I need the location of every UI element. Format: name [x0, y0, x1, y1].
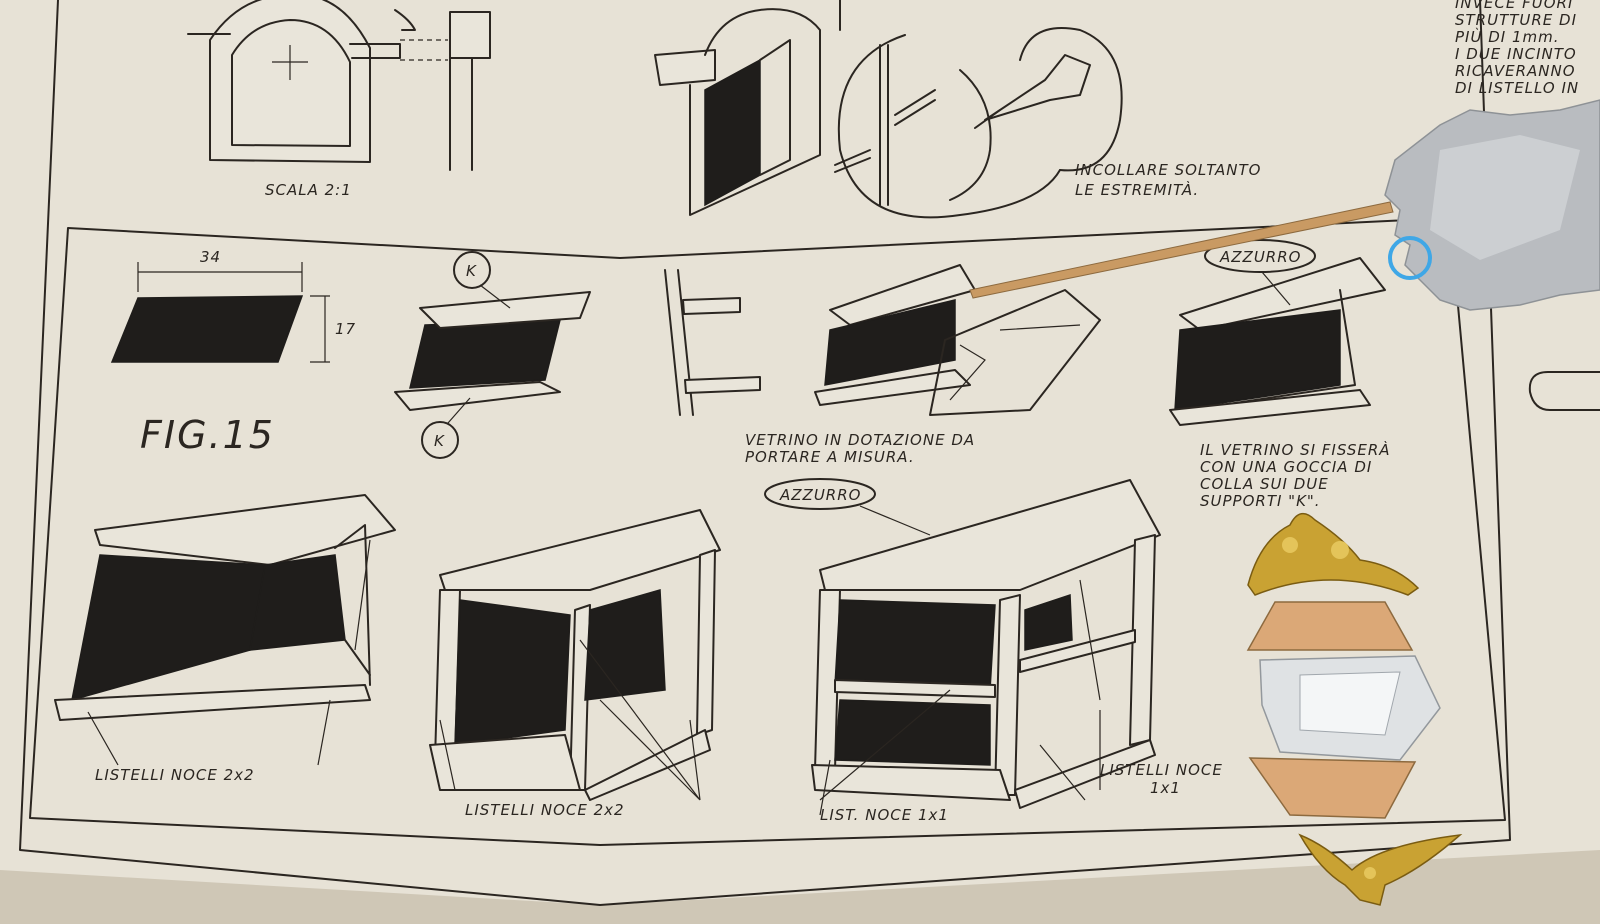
- k-label-top: K: [466, 262, 477, 280]
- foil-highlight: [1430, 135, 1580, 260]
- dimension-height: 17: [335, 320, 356, 338]
- listelli-right-label-1: LISTELLI NOCE: [1100, 761, 1223, 779]
- listelli-mid-label: LISTELLI NOCE 2x2: [465, 801, 625, 819]
- brass-crown-ornament: [1247, 512, 1420, 596]
- cabinet-right-drawing: [764, 478, 1161, 816]
- fissera-note-line4: SUPPORTI "K".: [1200, 492, 1321, 510]
- corner-note-1: INVECE FUORI: [1455, 0, 1573, 12]
- glue-note-line2: LE ESTREMITÀ.: [1075, 180, 1199, 199]
- k-label-bottom: K: [434, 432, 445, 450]
- bracket-drawing: [664, 269, 761, 416]
- paper-fold-shade: [0, 850, 1600, 924]
- listelli-right-label-2: 1x1: [1150, 779, 1181, 797]
- fig15-frame: [29, 217, 1506, 846]
- azzurro-label-1: AZZURRO: [1219, 248, 1301, 266]
- vetrino-note-line2: PORTARE A MISURA.: [745, 448, 915, 466]
- figure-number: FIG.15: [140, 413, 275, 457]
- top-window-3d-drawing: [654, 0, 841, 216]
- k-support-drawing: [394, 251, 591, 459]
- glass-piece: [1259, 655, 1441, 761]
- corner-note-3: PIÙ DI 1mm.: [1455, 27, 1560, 46]
- wood-piece-bottom: [1248, 757, 1417, 819]
- cabinet-mid-drawing: [429, 509, 721, 801]
- vetrino-note-line1: VETRINO IN DOTAZIONE DA: [745, 431, 975, 449]
- corner-note-2: STRUTTURE DI: [1455, 11, 1577, 29]
- corner-note-5: RICAVERANNO: [1455, 62, 1576, 80]
- fissera-note-line3: COLLA SUI DUE: [1200, 475, 1329, 493]
- corner-note-4: I DUE INCINTO: [1455, 45, 1577, 63]
- corner-note-6: DI LISTELLO IN: [1455, 79, 1579, 97]
- fissera-note-line2: CON UNA GOCCIA DI: [1200, 458, 1372, 476]
- scale-label: SCALA 2:1: [265, 181, 352, 199]
- list-noce-1x1-label: LIST. NOCE 1x1: [820, 806, 949, 824]
- blue-marker-circle: [1388, 236, 1432, 280]
- dimension-drawing: [110, 262, 330, 363]
- listelli-left-label: LISTELLI NOCE 2x2: [95, 766, 255, 784]
- glue-note-line1: INCOLLARE SOLTANTO: [1075, 161, 1261, 179]
- cabinet-left-drawing: [54, 494, 396, 766]
- tube-outline: [1528, 371, 1600, 411]
- wood-piece-top: [1246, 601, 1414, 651]
- dimension-width: 34: [200, 248, 221, 266]
- azzurro-box-drawing: [1169, 239, 1386, 426]
- outer-border: [19, 0, 1511, 906]
- glass-insertion-drawing: [814, 264, 1101, 416]
- brass-eagle-ornament: [1298, 833, 1463, 906]
- top-window-drawing: [187, 0, 491, 171]
- glue-detail-drawing: [834, 27, 1123, 219]
- azzurro-label-2: AZZURRO: [779, 486, 861, 504]
- fissera-note-line1: IL VETRINO SI FISSERÀ: [1200, 440, 1391, 459]
- wooden-stick: [969, 201, 1394, 299]
